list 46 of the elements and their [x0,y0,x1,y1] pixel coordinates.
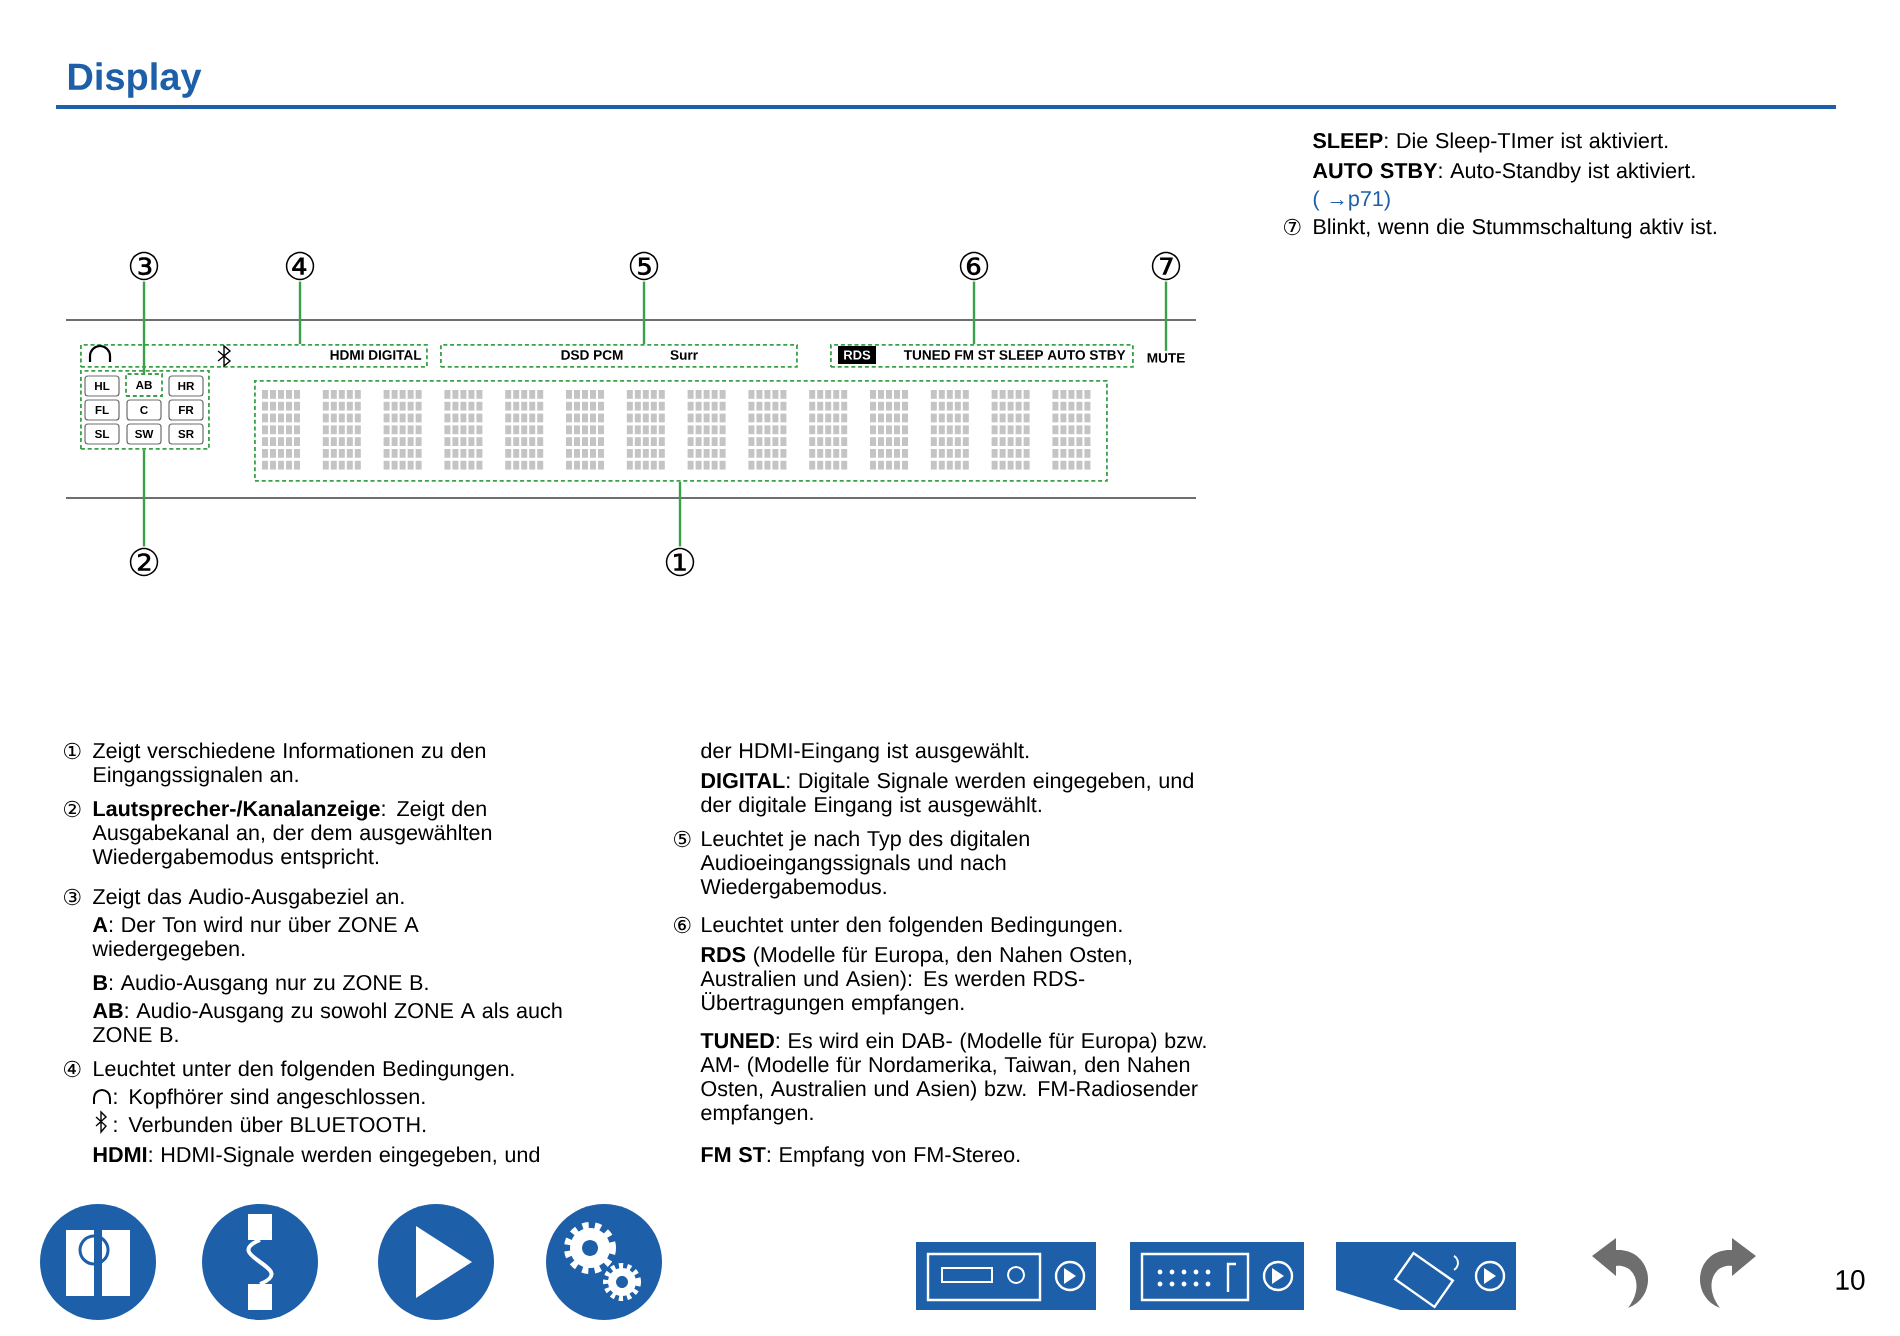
leader-line [1164,281,1168,351]
callout-number: ⑥ [959,251,989,281]
body-text: : Verbunden über BLUETOOTH. [114,1116,426,1133]
callout-number: ① [665,547,695,577]
leader-line [678,481,682,547]
indicator-area [254,380,1108,482]
body-text: RDS (Modelle für Europa, den Nahen Osten, Australien und Asien): Es werden RDS-Übertragungen empfangen. [700,946,1132,1015]
indicator-area [80,370,210,450]
body-text: DIGITAL: Digitale Signale werden eingegeben, und der digitale Eingang ist ausgewählt. [701,772,1193,817]
page-number: 10 [1836,1270,1865,1290]
page-link: ( →p71) [1313,190,1390,211]
body-text: TUNED: Es wird ein DAB- (Modelle für Europa) bzw. AM- (Modelle für Nordamerika, Taiwan, den Nahen Osten, Australien und Asien) bzw. FM-Radiosender empfangen. [700,1032,1206,1125]
leader-line [972,281,976,344]
leader-line [142,281,146,374]
leader-line [142,449,146,547]
callout-number: ② [64,800,81,818]
leader-line [642,281,646,344]
callout-number: ② [129,547,159,577]
callout-number: ④ [64,1060,81,1078]
body-text: Zeigt das Audio-Ausgabeziel an. [93,888,404,909]
body-text: Leuchtet unter den folgenden Bedingungen. [94,1060,514,1081]
body-text: B: Audio-Ausgang nur zu ZONE B. [93,974,428,995]
body-text: Blinkt, wenn die Stummschaltung aktiv ist. [1314,218,1716,239]
body-text: der HDMI-Eingang ist ausgewählt. [701,742,1029,763]
callout-number: ④ [285,251,315,281]
leader-line [298,281,302,344]
body-text: HDMI: HDMI-Signale werden eingegeben, und [93,1146,540,1167]
body-text: Zeigt verschiedene Informationen zu den Eingangssignalen an. [93,742,486,787]
body-text: AUTO STBY: Auto-Standby ist aktiviert. [1312,162,1695,183]
body-text: Lautsprecher-/Kanalanzeige: Zeigt den Ausgabekanal an, der dem ausgewählten Wiedergabemodus entspricht. [92,800,492,869]
page-title: Display [68,62,202,98]
callout-number: ③ [64,888,81,906]
body-text: A: Der Ton wird nur über ZONE A wiedergegeben. [92,916,419,961]
body-text: SLEEP: Die Sleep-TImer ist aktiviert. [1313,132,1668,153]
callout-number: ⑦ [1284,218,1301,236]
callout-number: ① [64,742,81,760]
body-text: Leuchtet je nach Typ des digitalen Audioeingangssignals und nach Wiedergabemodus. [700,830,1029,899]
callout-number: ⑤ [629,251,659,281]
callout-number: ⑥ [674,916,691,934]
body-text: : Kopfhörer sind angeschlossen. [114,1088,425,1109]
body-text: FM ST: Empfang von FM-Stereo. [701,1146,1020,1167]
callout-number: ③ [129,251,159,281]
callout-number: ⑤ [674,830,691,848]
callout-number: ⑦ [1151,251,1181,281]
body-text: Leuchtet unter den folgenden Bedingungen. [702,916,1122,937]
body-text: AB: Audio-Ausgang zu sowohl ZONE A als auch ZONE B. [92,1002,562,1043]
